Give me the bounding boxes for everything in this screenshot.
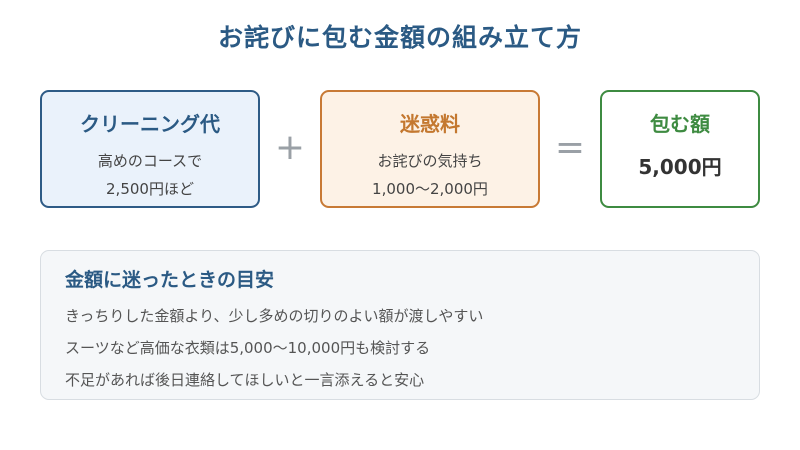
plus-operator: +: [274, 127, 306, 168]
total-amount-title: 包む額: [650, 112, 710, 136]
guideline-item: 不足があれば後日連絡してほしいと一言添えると安心: [65, 371, 425, 389]
guideline-panel: 金額に迷ったときの目安 きっちりした金額より、少し多めの切りのよい額が渡しやすい…: [40, 250, 760, 400]
guideline-item: きっちりした金額より、少し多めの切りのよい額が渡しやすい: [65, 307, 484, 325]
cleaning-fee-description: 高めのコースで: [97, 152, 203, 170]
equals-operator: =: [554, 127, 586, 168]
cleaning-fee-title: クリーニング代: [80, 112, 220, 136]
apology-fee-description: お詫びの気持ち: [377, 152, 483, 170]
total-amount-value: 5,000円: [638, 155, 722, 179]
page-title: お詫びに包む金額の組み立て方: [217, 23, 582, 52]
apology-fee-title: 迷惑料: [400, 112, 460, 136]
apology-fee-box: 迷惑料 お詫びの気持ち 1,000〜2,000円: [320, 90, 540, 208]
total-amount-box: 包む額 5,000円: [600, 90, 760, 208]
guideline-title: 金額に迷ったときの目安: [65, 269, 275, 291]
guideline-item: スーツなど高価な衣類は5,000〜10,000円も検討する: [65, 339, 431, 357]
apology-fee-amount: 1,000〜2,000円: [372, 180, 488, 198]
cleaning-fee-amount: 2,500円ほど: [106, 180, 194, 198]
cleaning-fee-box: クリーニング代 高めのコースで 2,500円ほど: [40, 90, 260, 208]
